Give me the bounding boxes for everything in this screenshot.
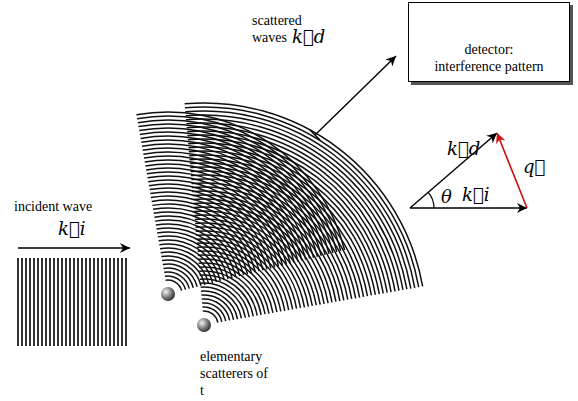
wavefront-arc [189,155,371,295]
wavefront-arc [201,295,233,320]
wavefront-line [113,258,115,346]
wavefront-line [61,258,63,346]
wavefront-line [121,258,123,346]
wavefront-arc [141,136,322,256]
box-text: detector: interference pattern [431,41,547,75]
wavefront-arc [185,103,423,286]
scattered-wavefronts [136,103,422,323]
wavefront-line [93,258,95,346]
wavefront-line [17,258,19,346]
wavefront-line [29,258,31,346]
wavefront-arc [136,112,344,250]
wavefront-line [37,258,39,346]
wavefront-arc [154,216,243,275]
wavefront-arc [142,144,314,258]
wavefront-arc [160,248,213,283]
wavefront-arc [152,200,260,271]
wavefront-line [49,258,51,346]
wavefront-arc [151,196,263,270]
wavefront-arc [139,128,329,254]
kd-vector [410,133,497,208]
wavefront-arc [162,260,201,286]
wavefront-line [125,258,127,346]
wavefront-line [65,258,67,346]
wavefront-arc [148,176,283,265]
wavefront-arc [138,120,337,252]
wavefront-arc [137,116,341,251]
wavefront-arc [152,204,255,272]
wavefront-line [57,258,59,346]
scatterer-label: elementary scatterers of t [200,348,272,399]
wavefront-arc [158,236,224,280]
wavefront-arc [141,140,317,257]
wavefront-line [81,258,83,346]
wavefront-arc [187,131,395,291]
q-vector [497,133,527,208]
wavefront-arc [159,244,216,282]
wavefront-arc [149,184,275,267]
wavefront-line [77,258,79,346]
wavefront-arc [144,156,302,261]
scatterer-sphere [161,287,175,301]
wavefront-line [25,258,27,346]
angle-label: θ [441,186,452,208]
wavefront-line [41,258,43,346]
arrow-tick [310,130,320,140]
incident-wavefronts [18,258,126,346]
wavefront-arc [200,279,249,317]
wavefront-arc [156,224,236,277]
wavefront-arc [159,240,221,281]
incident-arrow [18,247,130,248]
wavefront-line [109,258,111,346]
wavefront-arc [148,180,278,266]
angle-arc [428,192,434,208]
wavefront-arc [138,124,332,253]
vector-label: k⃗d [292,26,325,48]
scattered-arrow [315,56,396,135]
wavefront-line [69,258,71,346]
wavefront-line [105,258,107,346]
wavefront-line [45,258,47,346]
vector-label: k⃗i [58,218,85,240]
wavefront-line [33,258,35,346]
wavefront-line [97,258,99,346]
wavefront-arc [155,220,240,276]
ki-vector [410,207,527,208]
wavefront-arc [163,268,193,288]
wavefront-arc [145,164,294,263]
wavefront-line [21,258,23,346]
wavefront-arc [163,264,197,287]
wavefront-line [101,258,103,346]
vector-label: q⃗ [523,156,545,178]
vector-label: k⃗d [447,138,480,160]
vector-label: k⃗i [462,184,489,206]
wavefront-arc [140,132,325,255]
wavefront-line [85,258,87,346]
detector-box: detector: interference pattern [408,2,570,82]
wavefront-line [117,258,119,346]
wavefront-arc [201,291,237,319]
scatterer-sphere [197,318,211,332]
wavefront-arc [145,160,298,262]
wave-label: incident wave [14,198,92,215]
wavefront-line [53,258,55,346]
wavefront-line [73,258,75,346]
wavefront-arc [202,299,230,320]
wavefront-line [89,258,91,346]
